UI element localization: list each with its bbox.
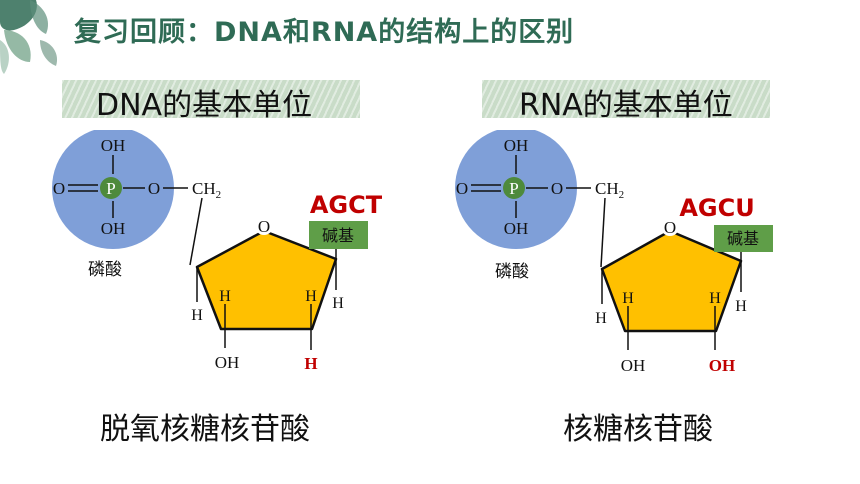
dna-phosphorus-node (100, 177, 122, 199)
rna-h-left-outer: H (595, 310, 607, 327)
dna-h-right-outer: H (332, 295, 344, 312)
dna-bases-label: AGCT (310, 191, 383, 219)
dna-bottom-right-h: H (304, 354, 317, 373)
decorative-leaf-icon (0, 0, 58, 74)
dna-ch2-label: CH2 (192, 179, 221, 201)
rna-h-left-inner: H (622, 290, 634, 307)
rna-sugar-ring (600, 229, 743, 333)
dna-sugar-ring (195, 229, 338, 331)
rna-caption: 核糖核苷酸 (563, 412, 713, 447)
rna-label-band (482, 80, 770, 118)
dna-nucleotide-diagram: OH O P O OH 磷酸 CH2 O AGCT 碱基 H H H OH H … (52, 130, 383, 373)
rna-phosphate-o-right: O (551, 179, 563, 198)
rna-phosphorus-label: P (509, 179, 518, 198)
dna-phosphate-oh-top: OH (101, 136, 126, 155)
rna-phosphorus-node (503, 177, 525, 199)
dna-base-box-label: 碱基 (322, 226, 354, 245)
rna-unit-label: RNA的基本单位 (519, 88, 733, 123)
rna-phosphate-oh-bottom: OH (504, 219, 529, 238)
rna-phosphate-name: 磷酸 (495, 262, 529, 282)
dna-oh-bottom-left: OH (215, 353, 240, 372)
dna-phosphate-oh-bottom: OH (101, 219, 126, 238)
dna-unit-label: DNA的基本单位 (96, 88, 313, 123)
dna-phosphate-o-right: O (148, 179, 160, 198)
rna-oh-bottom-left: OH (621, 356, 646, 375)
dna-h-left-inner: H (219, 288, 231, 305)
dna-h-left-outer: H (191, 307, 203, 324)
rna-phosphate-o-left: O (456, 179, 468, 198)
dna-phosphate-name: 磷酸 (88, 260, 122, 280)
rna-ring-oxygen: O (664, 218, 676, 237)
rna-base-box-label: 碱基 (727, 229, 759, 248)
rna-bases-label: AGCU (679, 194, 754, 222)
dna-ring-oxygen: O (258, 217, 270, 236)
dna-phosphate-o-left: O (53, 179, 65, 198)
rna-base-box (714, 225, 773, 252)
dna-caption: 脱氧核糖核苷酸 (100, 412, 310, 447)
dna-base-box (309, 221, 368, 249)
rna-phosphate-oh-top: OH (504, 136, 529, 155)
dna-label-band (62, 80, 360, 118)
page-title: 复习回顾：DNA和RNA的结构上的区别 (74, 17, 575, 48)
rna-nucleotide-diagram: OH O P O OH 磷酸 CH2 O AGCU 碱基 H H H OH H … (455, 130, 773, 375)
dna-phosphorus-label: P (106, 179, 115, 198)
rna-ch2-label: CH2 (595, 179, 624, 201)
rna-h-right-inner: H (709, 290, 721, 307)
rna-bottom-right-oh: OH (709, 356, 735, 375)
rna-h-right-outer: H (735, 298, 747, 315)
dna-h-right-inner: H (305, 288, 317, 305)
